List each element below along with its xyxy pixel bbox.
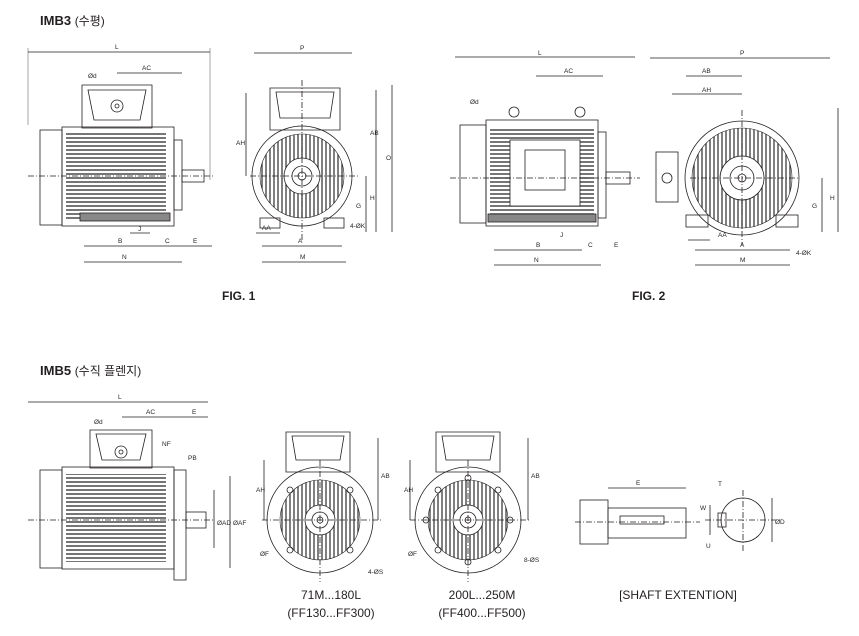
imb5-dim-Od: Ød [94,419,103,426]
dim-O: O [386,155,391,162]
shaft-dim-W: W [700,505,707,512]
imb5-dim-AC: AC [146,409,155,416]
caption-large-flange: 200L...250M (FF400...FF500) [422,586,542,622]
fig2-end-view [650,57,839,266]
imb5-dim-OAF: ØAF [233,520,246,527]
dim-AC: AC [142,65,151,72]
fig2-dim-K4: 4-ØK [796,250,812,257]
fig2-dim-N: N [534,257,539,264]
imb5-title: IMB5 [40,363,72,378]
flange [173,469,187,581]
fig2-dim-AH: AH [702,87,711,94]
imb3-subtitle: (수평) [74,14,105,28]
imb3-title: IMB3 [40,13,72,28]
imb5-large-dim-OF: ØF [408,551,417,558]
imb5-dim-NF: NF [162,441,171,448]
fig1-end-view [245,52,393,263]
imb5-large-dim-AH: AH [404,487,413,494]
fig2-dim-C: C [588,242,593,249]
dim-K4: 4-ØK [350,223,366,230]
fan-cover [39,129,63,226]
imb5-side-view [28,401,231,581]
shaft-dim-E: E [636,480,641,487]
fig2-dim-AA: AA [718,232,727,239]
dimension-labels: L AC Ød B C E J N P AH AB O H G AA A M 4… [88,44,835,576]
dim-B: B [118,238,122,245]
shaft-dim-OD: ØD [775,519,785,526]
dim-J: J [138,226,141,233]
dim-N: N [122,254,127,261]
imb3-heading: IMB3 (수평) [40,12,105,29]
dim-AA: AA [262,225,271,232]
fig1-label: FIG. 1 [222,289,256,303]
caption-large-flange-code: (FF400...FF500) [438,606,526,620]
imb5-dim-AB: AB [381,473,390,480]
caption-small-flange: 71M...180L (FF130...FF300) [276,586,386,622]
fig2-dim-L: L [538,50,542,57]
fig2-dim-AB: AB [702,68,711,75]
dim-P: P [300,45,304,52]
imb5-dim-PB: PB [188,455,197,462]
fig2-dim-H: H [830,195,835,202]
imb5-dim-S4: 4-ØS [368,569,384,576]
shaft-extension-view [575,487,780,552]
caption-small-flange-code: (FF130...FF300) [287,606,375,620]
imb5-small-flange-view [262,431,382,582]
imb5-dim-E: E [192,409,197,416]
fig2-dim-P: P [740,50,744,57]
dim-G: G [356,203,361,210]
fig2-dim-M: M [740,257,745,264]
dim-L: L [115,44,119,51]
fig2-dim-E: E [614,242,619,249]
fig1-side-view [27,48,214,263]
caption-large-range: 200L...250M [448,588,516,602]
imb5-large-flange-view [409,431,530,582]
dim-AB: AB [370,130,379,137]
fig2-dim-AC: AC [564,68,573,75]
fig2-dim-J: J [560,232,563,239]
caption-small-range: 71M...180L [300,588,362,602]
imb5-large-dim-AB: AB [531,473,540,480]
fig2-label: FIG. 2 [632,289,666,303]
imb5-dim-L: L [118,394,122,401]
imb5-dim-OAD: ØAD [217,520,231,527]
fig2-dim-A: A [740,242,745,249]
shaft-dim-U: U [706,543,711,550]
dim-C: C [165,238,170,245]
dim-AH: AH [236,140,245,147]
dim-A: A [298,238,303,245]
imb5-dim-S8: 8-ØS [524,557,540,564]
dim-M: M [300,254,305,261]
shaft-dim-T: T [718,481,722,488]
imb5-dim-AH: AH [256,487,265,494]
dim-E: E [193,238,198,245]
fig2-dim-G: G [812,203,817,210]
imb5-dim-OF: ØF [260,551,269,558]
caption-shaft: [SHAFT EXTENTION] [619,588,737,602]
fig2-side-view [450,56,640,266]
fig2-dim-Od: Ød [470,99,479,106]
fig2-dim-B: B [536,242,540,249]
imb5-heading: IMB5 (수직 플렌지) [40,362,141,379]
dim-Od: Ød [88,73,97,80]
dim-H: H [370,195,375,202]
imb5-subtitle: (수직 플렌지) [74,364,142,378]
